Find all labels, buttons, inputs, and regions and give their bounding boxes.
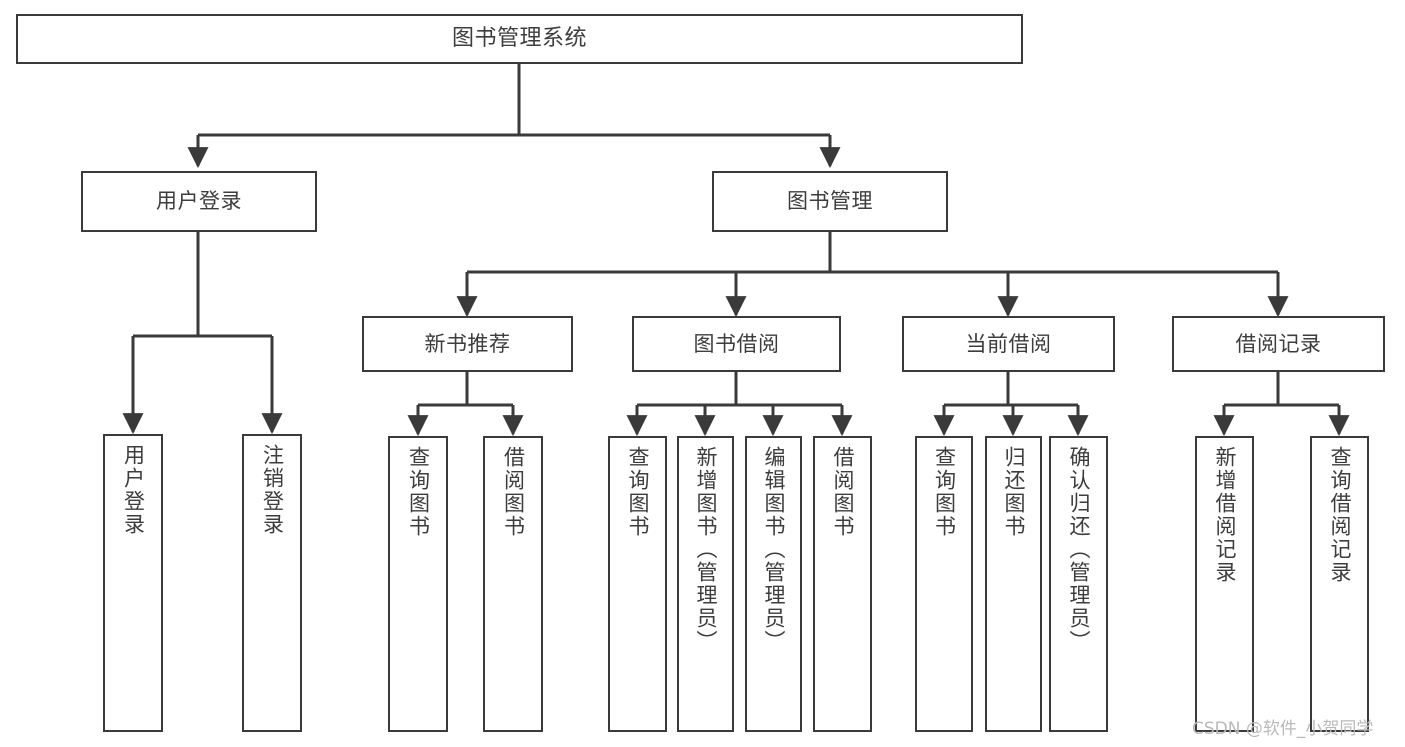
node-leaf-user-login[interactable]: 用户登录 bbox=[103, 434, 163, 732]
node-leaf-logout[interactable]: 注销登录 bbox=[242, 434, 302, 732]
node-leaf-borrow-book[interactable]: 借阅图书 bbox=[813, 436, 872, 732]
node-leaf-query-book-newbook[interactable]: 查询图书 bbox=[388, 436, 448, 732]
node-book-borrow[interactable]: 图书借阅 bbox=[632, 316, 841, 372]
node-label: 归还图书 bbox=[1002, 446, 1027, 538]
node-borrow-record[interactable]: 借阅记录 bbox=[1172, 316, 1385, 372]
node-new-book-recommendation[interactable]: 新书推荐 bbox=[362, 316, 573, 372]
node-leaf-add-book-admin[interactable]: 新增图书（管理员） bbox=[677, 436, 734, 732]
node-label: 查询图书 bbox=[932, 446, 957, 538]
node-label: 编辑图书（管理员） bbox=[762, 446, 787, 653]
node-label: 图书借阅 bbox=[693, 331, 780, 356]
node-leaf-query-book-current[interactable]: 查询图书 bbox=[915, 436, 973, 732]
node-label: 确认归还（管理员） bbox=[1067, 446, 1092, 653]
node-book-management[interactable]: 图书管理 bbox=[712, 171, 948, 232]
node-label: 图书管理系统 bbox=[451, 26, 587, 52]
node-leaf-borrow-book-newbook[interactable]: 借阅图书 bbox=[483, 436, 543, 732]
node-label: 用户登录 bbox=[121, 444, 146, 536]
node-label: 当前借阅 bbox=[965, 331, 1052, 356]
node-label: 查询图书 bbox=[626, 446, 651, 538]
node-leaf-add-borrow-record[interactable]: 新增借阅记录 bbox=[1195, 436, 1254, 732]
node-leaf-confirm-return-admin[interactable]: 确认归还（管理员） bbox=[1049, 436, 1108, 732]
node-label: 用户登录 bbox=[156, 189, 242, 214]
node-user-login[interactable]: 用户登录 bbox=[81, 171, 317, 232]
node-label: 借阅图书 bbox=[831, 446, 856, 538]
node-root-book-management-system[interactable]: 图书管理系统 bbox=[16, 14, 1023, 64]
watermark-csdn: CSDN @软件_小贺同学 bbox=[1192, 719, 1374, 739]
node-current-borrow[interactable]: 当前借阅 bbox=[902, 316, 1115, 372]
node-label: 图书管理 bbox=[787, 189, 873, 214]
node-label: 新增借阅记录 bbox=[1213, 446, 1238, 584]
node-label: 注销登录 bbox=[260, 444, 285, 536]
node-label: 新书推荐 bbox=[424, 331, 511, 356]
node-label: 查询图书 bbox=[406, 446, 431, 538]
node-label: 借阅记录 bbox=[1235, 331, 1322, 356]
node-leaf-edit-book-admin[interactable]: 编辑图书（管理员） bbox=[745, 436, 802, 732]
node-label: 借阅图书 bbox=[501, 446, 526, 538]
node-leaf-query-borrow-record[interactable]: 查询借阅记录 bbox=[1310, 436, 1369, 732]
node-leaf-return-book[interactable]: 归还图书 bbox=[985, 436, 1042, 732]
node-label: 查询借阅记录 bbox=[1328, 446, 1353, 584]
node-label: 新增图书（管理员） bbox=[694, 446, 719, 653]
node-leaf-query-book-borrow[interactable]: 查询图书 bbox=[608, 436, 667, 732]
